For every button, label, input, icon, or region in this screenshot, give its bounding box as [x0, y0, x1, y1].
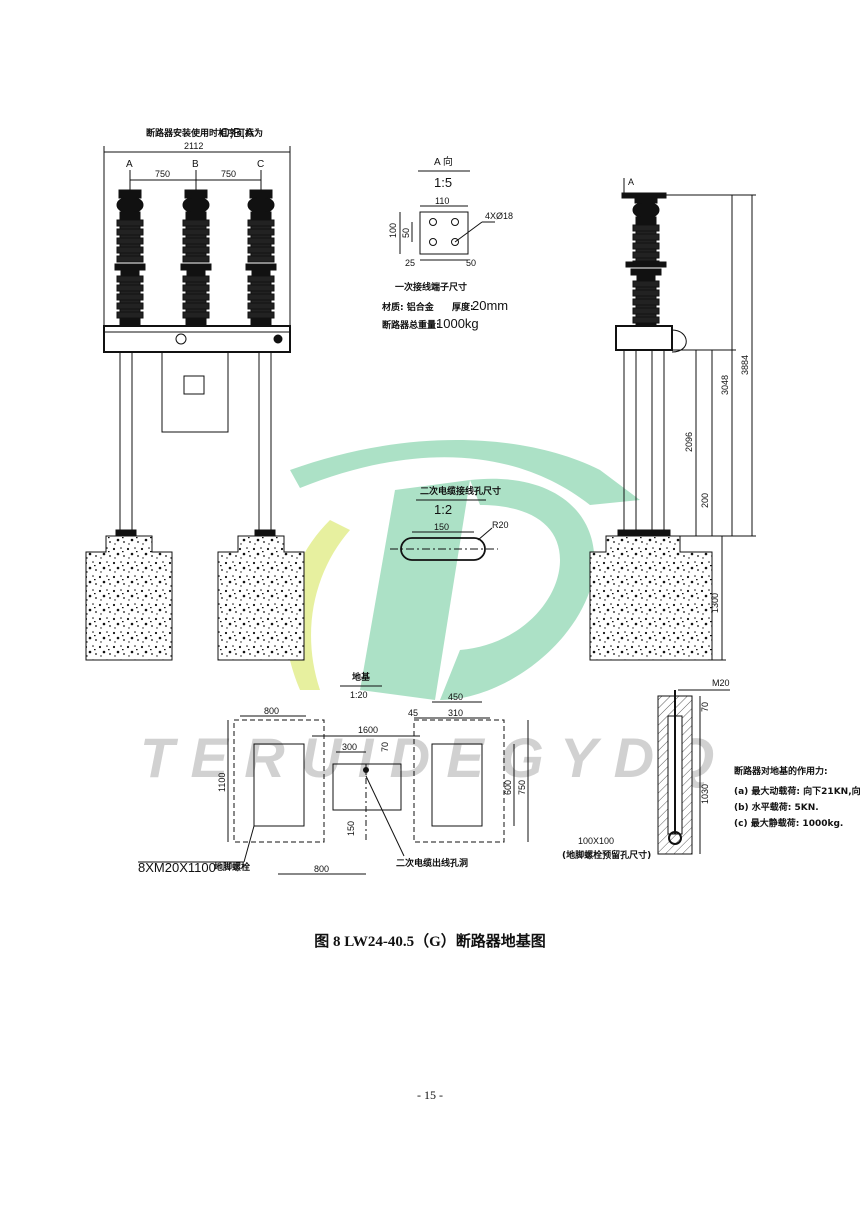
plan-dim-150: 150 [346, 821, 356, 836]
figure-caption: 图 8 LW24-40.5（G）断路器地基图 [314, 934, 546, 950]
page-number: - 15 - [417, 1088, 443, 1102]
plan-dim-600: 600 [503, 780, 513, 795]
plan-dim-45: 45 [408, 708, 418, 718]
plan-dim-450: 450 [448, 692, 463, 702]
terminal-note-title: 一次接线端子尺寸 [395, 281, 467, 293]
side-h-foundation: 1300 [710, 593, 720, 613]
cable-hole-scale: 1:2 [434, 502, 452, 517]
bolt-dim-1030: 1030 [700, 784, 710, 804]
terminal-thickness-value: 20mm [472, 298, 508, 313]
bolt-detail: M20 70 1030 100X100 (地脚螺栓预留孔尺寸) [562, 678, 730, 861]
bolt-dim-70: 70 [700, 702, 710, 712]
plan-dim-70: 70 [380, 742, 390, 752]
cable-hole-title: 二次电缆接线孔尺寸 [420, 485, 501, 497]
terminal-material: 材质: 铝合金 [381, 301, 435, 313]
terminal-weight-value: 1000kg [436, 316, 479, 331]
plan-dim-800-top: 800 [264, 706, 279, 716]
plan-anchor-note: 地脚螺栓 [214, 861, 250, 873]
terminal-title: A 向 [434, 155, 453, 168]
phase-a-label: A [126, 159, 133, 170]
bolt-pocket: 100X100 [578, 836, 614, 846]
plan-anchor-bolts: 8XM20X1100 [138, 860, 216, 875]
dim-spacing-bc: 750 [221, 169, 236, 179]
terminal-scale: 1:5 [434, 175, 452, 190]
phase-c-label: C [257, 159, 264, 170]
loads-title: 断路器对地基的作用力: [734, 765, 828, 777]
terminal-holes: 4XØ18 [485, 211, 513, 221]
plan-cable-conduit-note: 二次电缆出线孔洞 [396, 857, 468, 869]
side-view: A 3884 3048 2096 200 1300 [589, 177, 756, 661]
dim-width-total: 2112 [184, 141, 203, 151]
terminal-detail: A 向 1:5 110 4XØ18 100 50 25 50 一次接线端子尺寸 … [381, 155, 513, 331]
terminal-thickness-label: 厚度: [452, 301, 474, 313]
terminal-dim-width: 110 [435, 196, 449, 206]
plan-scale: 1:20 [350, 690, 368, 700]
terminal-dim-height: 100 [388, 223, 398, 238]
cable-hole-detail: 二次电缆接线孔尺寸 1:2 150 R20 [390, 485, 509, 561]
side-h-mid: 2096 [684, 432, 694, 452]
plan-title: 地基 [352, 671, 371, 683]
side-view-label: A [628, 177, 634, 187]
plan-dim-300: 300 [342, 742, 357, 752]
phase-b-label: B [192, 159, 199, 170]
terminal-dim-inner: 50 [401, 228, 411, 238]
plan-dim-1600: 1600 [358, 725, 378, 735]
terminal-dim-bottom: 50 [466, 258, 476, 268]
plan-dim-310: 310 [448, 708, 463, 718]
phase-order: C,B,A [220, 125, 254, 140]
plan-dim-1100: 1100 [217, 773, 227, 792]
loads-item-c: (c) 最大静载荷: 1000kg. [734, 817, 843, 829]
loads-note: 断路器对地基的作用力: (a) 最大动载荷: 向下21KN,向 (b) 水平载荷… [734, 765, 860, 829]
loads-item-a: (a) 最大动载荷: 向下21KN,向 [734, 785, 860, 797]
side-h-base: 200 [700, 493, 710, 508]
side-h-upper: 3048 [720, 375, 730, 395]
watermark-text: TERUIDEGYDQ [140, 726, 720, 789]
cable-hole-length: 150 [434, 522, 449, 532]
front-view: 断路器安装使用时相序可标为 C,B,A 2112 A B C 750 750 [85, 125, 305, 661]
bolt-thread: M20 [712, 678, 730, 688]
terminal-dim-left: 25 [405, 258, 415, 268]
side-h-total: 3884 [740, 355, 750, 375]
cable-hole-radius: R20 [492, 520, 509, 530]
phase-order-note: 断路器安装使用时相序可标为 [146, 127, 263, 139]
plan-dim-800-bottom: 800 [314, 864, 329, 874]
bolt-pocket-note: (地脚螺栓预留孔尺寸) [562, 849, 651, 861]
plan-view: 地基 1:20 800 1100 1600 300 70 150 450 45 … [138, 671, 529, 875]
plan-dim-750: 750 [517, 780, 527, 795]
terminal-weight-label: 断路器总重量: [382, 319, 440, 331]
dim-spacing-ab: 750 [155, 169, 170, 179]
watermark-logo [285, 440, 640, 700]
loads-item-b: (b) 水平载荷: 5KN. [734, 801, 819, 813]
